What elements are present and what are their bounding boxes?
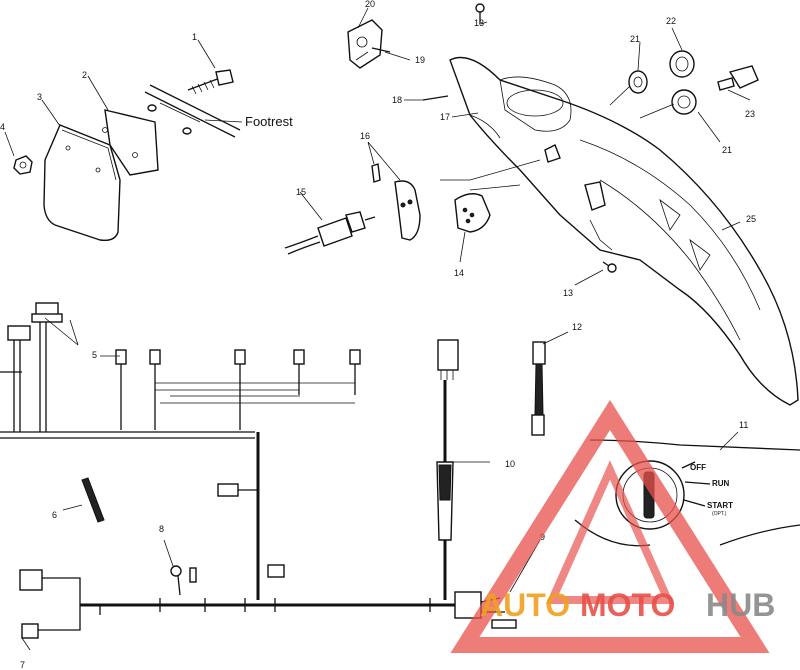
callout-23: 23 bbox=[745, 109, 755, 119]
switch-label-start: START bbox=[707, 501, 733, 510]
callout-17: 17 bbox=[440, 112, 450, 122]
callout-3: 3 bbox=[37, 92, 42, 102]
callout-10: 10 bbox=[505, 459, 515, 469]
watermark: AUTO MOTO HUB bbox=[450, 399, 775, 653]
switch-label-run: RUN bbox=[712, 479, 730, 488]
callout-4: 4 bbox=[0, 122, 5, 132]
callout-numbers: 1 2 3 4 5 6 7 8 9 10 11 12 13 13 14 15 1… bbox=[0, 0, 756, 670]
callout-2: 2 bbox=[82, 70, 87, 80]
callout-21-bottom: 21 bbox=[722, 145, 732, 155]
console-housing bbox=[449, 56, 799, 406]
callout-8: 8 bbox=[159, 524, 164, 534]
guard-assembly bbox=[13, 69, 241, 242]
callout-12: 12 bbox=[572, 322, 582, 332]
callout-7: 7 bbox=[20, 660, 25, 670]
callout-19: 19 bbox=[415, 55, 425, 65]
footrest-label: Footrest bbox=[245, 114, 293, 129]
switch-label-off: OFF bbox=[690, 463, 706, 472]
switch-label-start-opt: (OPT.) bbox=[712, 511, 727, 517]
callout-13-top: 13 bbox=[474, 18, 484, 28]
grommets bbox=[628, 50, 759, 115]
watermark-text-moto: MOTO bbox=[580, 587, 675, 623]
leader-lines bbox=[4, 7, 751, 651]
switch-components bbox=[284, 3, 617, 273]
callout-11: 11 bbox=[739, 420, 748, 430]
callout-13-bottom: 13 bbox=[563, 288, 573, 298]
callout-16: 16 bbox=[360, 131, 370, 141]
callout-25: 25 bbox=[746, 214, 756, 224]
wiring-harness bbox=[0, 302, 546, 639]
watermark-text-hub: HUB bbox=[706, 587, 775, 623]
callout-14: 14 bbox=[454, 268, 464, 278]
callout-22: 22 bbox=[666, 16, 676, 26]
watermark-triangle-logo bbox=[450, 399, 770, 653]
callout-18: 18 bbox=[392, 95, 402, 105]
callout-1: 1 bbox=[192, 32, 197, 42]
watermark-text-auto: AUTO bbox=[480, 587, 570, 623]
callout-15: 15 bbox=[296, 187, 306, 197]
callout-20: 20 bbox=[365, 0, 375, 9]
callout-6: 6 bbox=[52, 510, 57, 520]
callout-21-top: 21 bbox=[630, 34, 640, 44]
callout-5: 5 bbox=[92, 350, 97, 360]
